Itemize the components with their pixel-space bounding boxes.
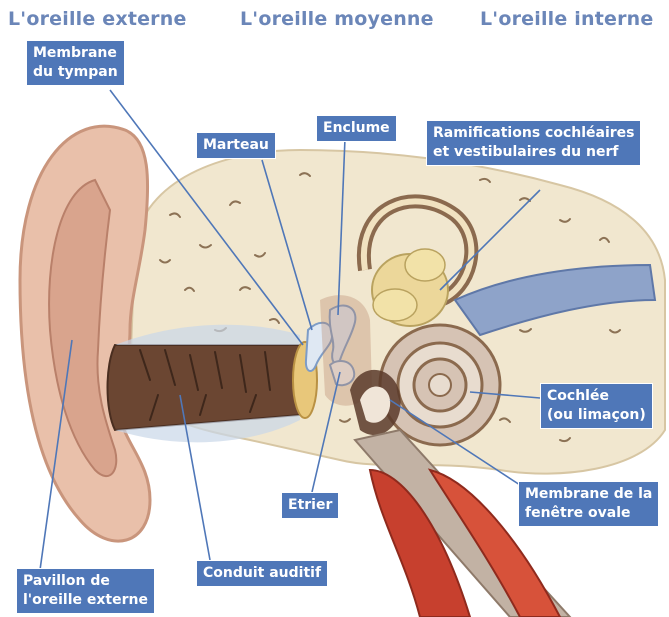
label-line: Cochlée — [547, 387, 646, 406]
label-line: fenêtre ovale — [525, 504, 652, 523]
label-line: Membrane de la — [525, 485, 652, 504]
label-line: du tympan — [33, 63, 118, 82]
label-ramifications: Ramifications cochléaires et vestibulair… — [426, 120, 641, 166]
label-etrier: Etrier — [281, 492, 339, 519]
label-line: l'oreille externe — [23, 591, 148, 610]
label-line: Enclume — [323, 119, 390, 138]
label-enclume: Enclume — [316, 115, 397, 142]
label-line: Conduit auditif — [203, 564, 321, 583]
label-line: Pavillon de — [23, 572, 148, 591]
label-conduit-auditif: Conduit auditif — [196, 560, 328, 587]
title-outer-ear: L'oreille externe — [8, 8, 187, 30]
title-middle-ear: L'oreille moyenne — [240, 8, 434, 30]
label-line: Ramifications cochléaires — [433, 124, 634, 143]
label-marteau: Marteau — [196, 132, 276, 159]
title-inner-ear: L'oreille interne — [480, 8, 653, 30]
label-membrane-tympan: Membrane du tympan — [26, 40, 125, 86]
ear-canal — [108, 345, 301, 430]
label-line: (ou limaçon) — [547, 406, 646, 425]
label-line: et vestibulaires du nerf — [433, 143, 634, 162]
label-line: Membrane — [33, 44, 118, 63]
label-pavillon: Pavillon de l'oreille externe — [16, 568, 155, 614]
label-line: Marteau — [203, 136, 269, 155]
label-membrane-fenetre-ovale: Membrane de la fenêtre ovale — [518, 481, 659, 527]
label-line: Etrier — [288, 496, 332, 515]
label-cochlee: Cochlée (ou limaçon) — [540, 383, 653, 429]
